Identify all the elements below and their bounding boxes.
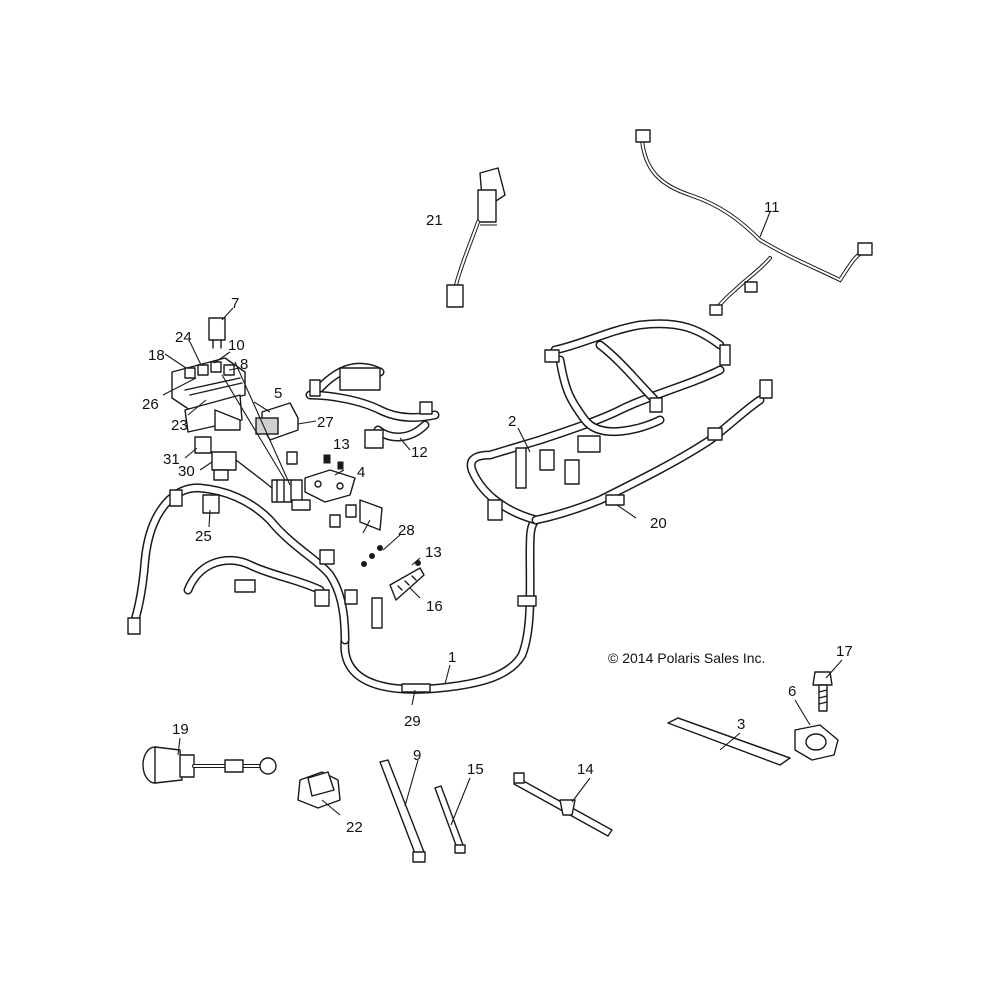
callout-24: 24 bbox=[175, 329, 192, 346]
callout-7: 7 bbox=[231, 295, 239, 312]
harness-connector bbox=[577, 435, 601, 453]
fuse-holder bbox=[286, 451, 298, 465]
fasteners-28 bbox=[361, 545, 383, 567]
callout-5: 5 bbox=[274, 385, 282, 402]
harness-connector bbox=[707, 427, 723, 441]
battery-cable-19 bbox=[142, 746, 277, 784]
connector-11 bbox=[635, 129, 651, 143]
callout-31: 31 bbox=[163, 451, 180, 468]
screw-17 bbox=[812, 671, 833, 712]
harness-end-connector bbox=[127, 617, 141, 635]
fuse-24 bbox=[197, 364, 209, 376]
relay-box-27 bbox=[255, 402, 299, 441]
fuse-block bbox=[271, 479, 311, 511]
callout-23: 23 bbox=[171, 417, 188, 434]
callout-4: 4 bbox=[357, 464, 365, 481]
cable-tie-9 bbox=[379, 759, 426, 863]
harness-connector bbox=[564, 459, 580, 485]
callout-16: 16 bbox=[426, 598, 443, 615]
connector-30 bbox=[211, 451, 273, 489]
callout-19: 19 bbox=[172, 721, 189, 738]
copyright-text: © 2014 Polaris Sales Inc. bbox=[608, 650, 765, 666]
connector-12 bbox=[419, 401, 433, 415]
harness-connector bbox=[515, 447, 527, 489]
sub-harness-12 bbox=[305, 362, 440, 531]
callout-21: 21 bbox=[426, 212, 443, 229]
callout-2: 2 bbox=[508, 413, 516, 430]
connector-12 bbox=[309, 379, 321, 397]
harness-connector bbox=[314, 589, 330, 607]
push-tie-14 bbox=[513, 772, 613, 837]
harness-connector bbox=[371, 597, 383, 629]
harness-connector bbox=[487, 499, 503, 521]
callout-9: 9 bbox=[413, 747, 421, 764]
connector-12 bbox=[364, 429, 384, 449]
callout-29: 29 bbox=[404, 713, 421, 730]
strip-3 bbox=[667, 717, 791, 766]
callout-3: 3 bbox=[737, 716, 745, 733]
callout-20: 20 bbox=[650, 515, 667, 532]
relay-10 bbox=[210, 361, 222, 373]
callout-11: 11 bbox=[764, 199, 780, 216]
clamp-6 bbox=[794, 724, 839, 761]
callout-25: 25 bbox=[195, 528, 212, 545]
harness-clip-20 bbox=[605, 494, 625, 506]
callout-30: 30 bbox=[178, 463, 195, 480]
harness-21 bbox=[446, 167, 506, 308]
connector-11 bbox=[744, 281, 758, 293]
screw-13-top bbox=[323, 454, 344, 470]
ground-block-16 bbox=[389, 560, 425, 601]
harness-11 bbox=[635, 129, 873, 316]
callout-26: 26 bbox=[142, 396, 159, 413]
callout-10: 10 bbox=[228, 337, 245, 354]
connector-11 bbox=[709, 304, 723, 316]
harness-connector bbox=[649, 397, 663, 413]
harness-connector-25 bbox=[202, 494, 220, 514]
harness-connector bbox=[169, 489, 183, 507]
harness-connector bbox=[719, 344, 731, 366]
callout-17: 17 bbox=[836, 643, 853, 660]
callout-22: 22 bbox=[346, 819, 363, 836]
callout-14: 14 bbox=[577, 761, 594, 778]
cable-tie-15 bbox=[434, 785, 466, 854]
callout-28: 28 bbox=[398, 522, 415, 539]
callout-13-bottom: 13 bbox=[425, 544, 442, 561]
callout-12: 12 bbox=[411, 444, 428, 461]
callout-15: 15 bbox=[467, 761, 484, 778]
callout-18: 18 bbox=[148, 347, 165, 364]
harness-connector bbox=[544, 349, 560, 363]
harness-clip bbox=[517, 595, 537, 607]
harness-tie-29 bbox=[401, 683, 431, 693]
harness-connector bbox=[539, 449, 555, 471]
callout-6: 6 bbox=[788, 683, 796, 700]
callout-27: 27 bbox=[317, 414, 334, 431]
leader-lines bbox=[162, 211, 843, 826]
callout-8: 8 bbox=[240, 356, 248, 373]
connector-11 bbox=[857, 242, 873, 256]
main-harness bbox=[127, 319, 773, 694]
relay-7 bbox=[208, 317, 226, 349]
fuse-box-assembly bbox=[171, 357, 246, 433]
relay-31 bbox=[194, 436, 212, 454]
harness-connector bbox=[759, 379, 773, 399]
bracket-4 bbox=[304, 469, 356, 503]
clip-22 bbox=[297, 771, 341, 809]
fuse-18 bbox=[184, 367, 196, 379]
callouts: 7 24 10 18 8 26 23 5 27 13 4 31 30 12 28… bbox=[142, 199, 853, 836]
callout-13-top: 13 bbox=[333, 436, 350, 453]
callout-1: 1 bbox=[448, 649, 456, 666]
connector-12 bbox=[339, 367, 381, 391]
harness-connector bbox=[319, 549, 335, 565]
harness-connector bbox=[234, 579, 256, 593]
harness-connector bbox=[344, 589, 358, 605]
